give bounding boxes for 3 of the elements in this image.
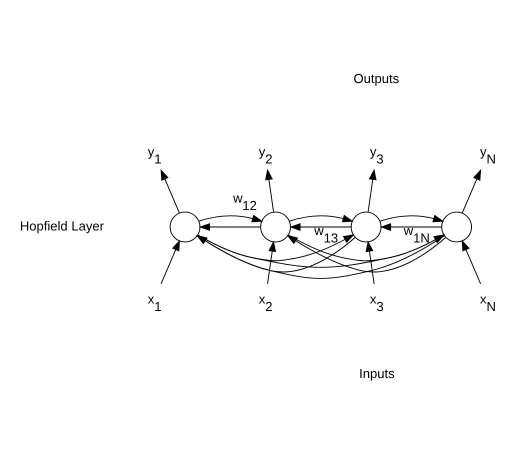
label: Outputs [354,70,400,86]
label: Hopfield Layer [20,218,104,233]
label: Inputs [359,365,395,380]
